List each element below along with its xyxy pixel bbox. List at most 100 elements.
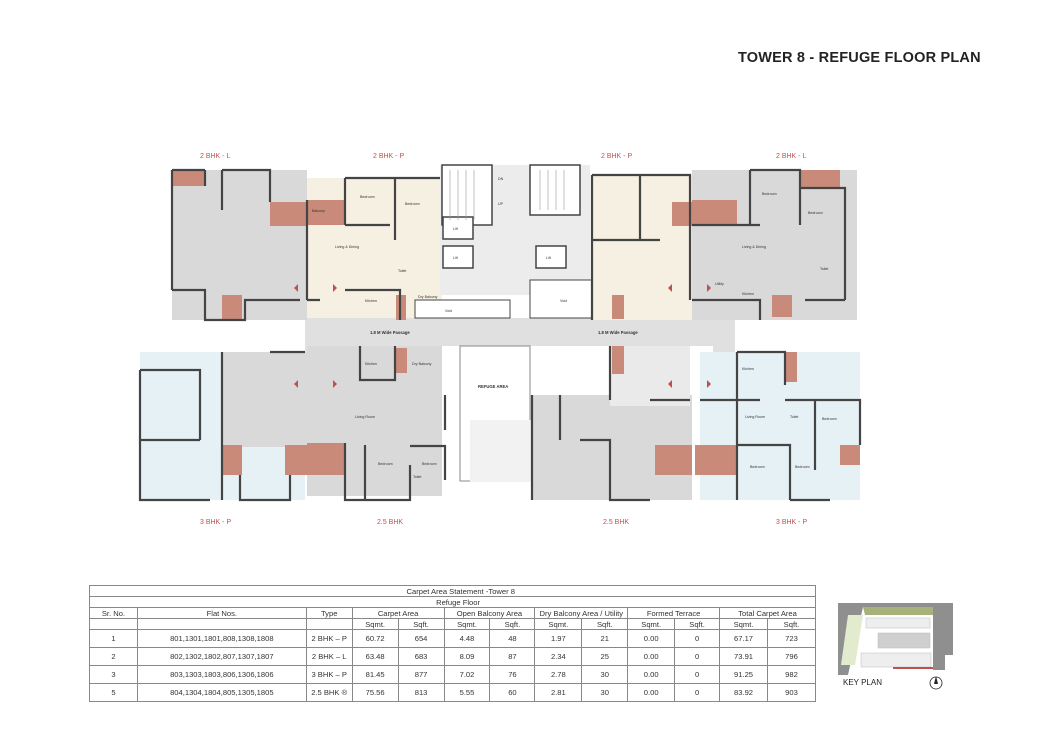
table-cell: 654 xyxy=(397,629,445,648)
table-cell: 48 xyxy=(489,629,536,648)
stair-label: UP xyxy=(498,202,504,206)
room-label: Toilet xyxy=(790,415,798,419)
table-cell: 60 xyxy=(489,683,536,702)
table-cell: 83.92 xyxy=(719,683,768,702)
unit-label: 3 BHK - P xyxy=(776,519,807,526)
lift-label: Lift xyxy=(546,256,551,260)
entry-door-markers xyxy=(294,284,711,388)
table-cell: 796 xyxy=(766,647,817,666)
header-dry-balcony: Dry Balcony Area / Utility xyxy=(534,607,629,619)
room-label: Living Room xyxy=(355,415,375,419)
stair-label: DN xyxy=(498,177,504,181)
table-title: Carpet Area Statement -Tower 8 xyxy=(89,585,816,597)
table-cell: 1.97 xyxy=(534,629,583,648)
unit-header: Sqmt. xyxy=(351,618,399,630)
unit-2bhk-p-top-left: Bedroom Bedroom Balcony Living & Dining … xyxy=(305,176,442,320)
table-cell: 0.00 xyxy=(627,629,676,648)
carpet-area-table: Carpet Area Statement -Tower 8 Refuge Fl… xyxy=(89,585,817,702)
table-cell: 0.00 xyxy=(627,683,676,702)
unit-header: Sqmt. xyxy=(443,618,491,630)
header-type: Type xyxy=(305,607,353,619)
header-open-balcony: Open Balcony Area xyxy=(443,607,536,619)
table-cell: 802,1302,1802,807,1307,1807 xyxy=(136,647,307,666)
refuge-area: REFUGE AREA xyxy=(459,345,532,482)
table-cell: 3 BHK – P xyxy=(305,665,353,684)
table-cell: 0 xyxy=(674,683,721,702)
room-label: Living Room xyxy=(745,415,765,419)
table-cell: 1 xyxy=(89,629,138,648)
table-units-row: Sqmt. Sqft. Sqmt. Sqft. Sqmt. Sqft. Sqmt… xyxy=(89,618,817,630)
table-cell: 0.00 xyxy=(627,665,676,684)
unit-25bhk-bottom-right xyxy=(530,346,692,502)
unit-label: 2 BHK - P xyxy=(601,153,632,160)
room-label: Balcony xyxy=(312,209,325,213)
room-label: Kitchen xyxy=(742,367,754,371)
unit-header: Sqft. xyxy=(766,618,817,630)
header-formed-terrace: Formed Terrace xyxy=(627,607,721,619)
table-cell: 60.72 xyxy=(351,629,399,648)
room-label: Bedroom xyxy=(378,462,393,466)
table-cell: 877 xyxy=(397,665,445,684)
table-cell: 75.56 xyxy=(351,683,399,702)
table-cell: 903 xyxy=(766,683,817,702)
unit-2bhk-p-top-right xyxy=(590,173,700,320)
room-label: Bedroom xyxy=(808,211,823,215)
unit-3bhk-p-bottom-right: Kitchen Living Room Toilet Bedroom Bedro… xyxy=(695,350,862,502)
room-label: Bedroom xyxy=(822,417,837,421)
table-cell: 2 BHK – L xyxy=(305,647,353,666)
table-cell: 2.81 xyxy=(534,683,583,702)
key-plan xyxy=(833,595,955,691)
table-cell: 2 BHK – P xyxy=(305,629,353,648)
unit-header: Sqmt. xyxy=(534,618,583,630)
unit-2bhk-l-top-right: Bedroom Bedroom Living & Dining Kitchen … xyxy=(692,168,857,320)
room-label: Toilet xyxy=(398,269,406,273)
room-label: Dry Balcony xyxy=(412,362,432,366)
table-cell: 3 xyxy=(89,665,138,684)
table-cell: 63.48 xyxy=(351,647,399,666)
unit-label: 2 BHK - L xyxy=(200,153,230,160)
room-label: Dry Balcony xyxy=(418,295,438,299)
table-cell: 87 xyxy=(489,647,536,666)
unit-label: 2.5 BHK xyxy=(603,519,629,526)
room-label: Toilet xyxy=(820,267,828,271)
room-label: Kitchen xyxy=(365,299,377,303)
room-label: Bedroom xyxy=(795,465,810,469)
unit-label: 2 BHK - P xyxy=(373,153,404,160)
table-cell: 73.91 xyxy=(719,647,768,666)
page-title: TOWER 8 - REFUGE FLOOR PLAN xyxy=(738,50,981,66)
table-cell: 0 xyxy=(674,665,721,684)
table-header-row: Sr. No. Flat Nos. Type Carpet Area Open … xyxy=(89,607,816,619)
table-cell: 8.09 xyxy=(443,647,491,666)
table-cell: 804,1304,1804,805,1305,1805 xyxy=(136,683,307,702)
passage-label: 1.8 M Wide Passage xyxy=(598,330,638,335)
table-cell: 30 xyxy=(581,683,629,702)
room-label: Bedroom xyxy=(762,192,777,196)
header-total-carpet: Total Carpet Area xyxy=(719,607,816,619)
unit-header: Sqft. xyxy=(674,618,721,630)
table-cell: 2 xyxy=(89,647,138,666)
header-carpet-area: Carpet Area xyxy=(351,607,445,619)
table-cell: 91.25 xyxy=(719,665,768,684)
room-label: Bedroom xyxy=(422,462,437,466)
table-cell: 4.48 xyxy=(443,629,491,648)
room-label: Kitchen xyxy=(365,362,377,366)
unit-25bhk-bottom-left: Kitchen Dry Balcony Living Room Bedroom … xyxy=(307,346,447,502)
unit-header: Sqft. xyxy=(581,618,629,630)
table-subtitle: Refuge Floor xyxy=(89,596,816,608)
key-plan-map xyxy=(838,603,953,690)
unit-header: Sqmt. xyxy=(627,618,676,630)
header-flat-nos: Flat Nos. xyxy=(136,607,307,619)
table-cell: 2.5 BHK ® xyxy=(305,683,353,702)
table-cell: 5 xyxy=(89,683,138,702)
lift-label: Lift xyxy=(453,256,458,260)
table-cell: 5.55 xyxy=(443,683,491,702)
building-core: DN UP Lift Lift Lift Void Void xyxy=(414,164,631,319)
header-sr-no: Sr. No. xyxy=(89,607,138,619)
table-cell: 0 xyxy=(674,647,721,666)
room-label: Living & Dining xyxy=(335,245,359,249)
unit-2bhk-l-top-left xyxy=(170,168,307,322)
room-label: Utility xyxy=(715,282,724,286)
